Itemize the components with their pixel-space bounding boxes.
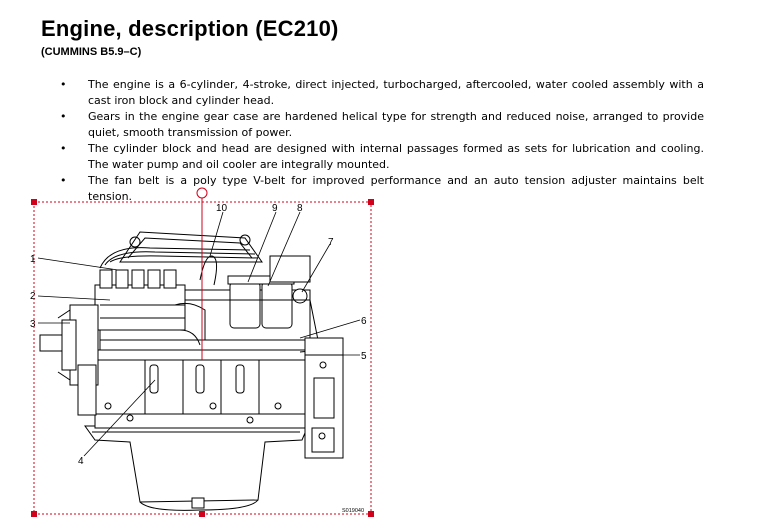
callout-8: 8 — [297, 203, 303, 214]
resize-handle-top-left[interactable] — [31, 199, 37, 205]
figure-code: S019040 — [342, 508, 364, 514]
bullet-marker: • — [60, 174, 67, 187]
callout-5: 5 — [361, 351, 367, 362]
selection-frame[interactable] — [31, 187, 374, 517]
resize-handle-top-right[interactable] — [368, 199, 374, 205]
callout-7: 7 — [328, 237, 334, 248]
bullet-marker: • — [60, 110, 67, 123]
callout-leaders — [37, 211, 361, 457]
callout-4: 4 — [78, 456, 84, 467]
bullet-text: The cylinder block and head are designed… — [88, 142, 704, 171]
engine-drawing — [39, 231, 344, 511]
bullet-list: • The engine is a 6-cylinder, 4-stroke, d… — [60, 77, 704, 205]
bullet-item: • The engine is a 6-cylinder, 4-stroke, d… — [60, 77, 704, 108]
bullet-item: • The cylinder block and head are designe… — [60, 141, 704, 172]
callout-3: 3 — [30, 319, 36, 330]
bullet-item: • Gears in the engine gear case are harde… — [60, 109, 704, 140]
page-title: Engine, description (EC210) — [41, 16, 339, 41]
callout-10: 10 — [216, 203, 228, 214]
callout-2: 2 — [30, 291, 36, 302]
rotate-handle[interactable] — [196, 187, 208, 199]
page-subtitle: (CUMMINS B5.9–C) — [41, 46, 142, 58]
bullet-marker: • — [60, 78, 67, 91]
bullet-item: • The fan belt is a poly type V-belt for … — [60, 173, 704, 204]
bullet-text: The fan belt is a poly type V-belt for i… — [88, 174, 704, 203]
resize-handle-bottom-left[interactable] — [31, 511, 37, 517]
bullet-text: Gears in the engine gear case are harden… — [88, 110, 704, 139]
callout-1: 1 — [30, 254, 36, 265]
callout-6: 6 — [361, 316, 367, 327]
bullet-marker: • — [60, 142, 67, 155]
bullet-text: The engine is a 6-cylinder, 4-stroke, di… — [88, 78, 704, 107]
resize-handle-bottom-right[interactable] — [368, 511, 374, 517]
callout-9: 9 — [272, 203, 278, 214]
resize-handle-bottom-middle[interactable] — [199, 511, 205, 517]
callout-labels: 1 2 3 4 5 6 7 8 9 10 — [30, 203, 367, 467]
